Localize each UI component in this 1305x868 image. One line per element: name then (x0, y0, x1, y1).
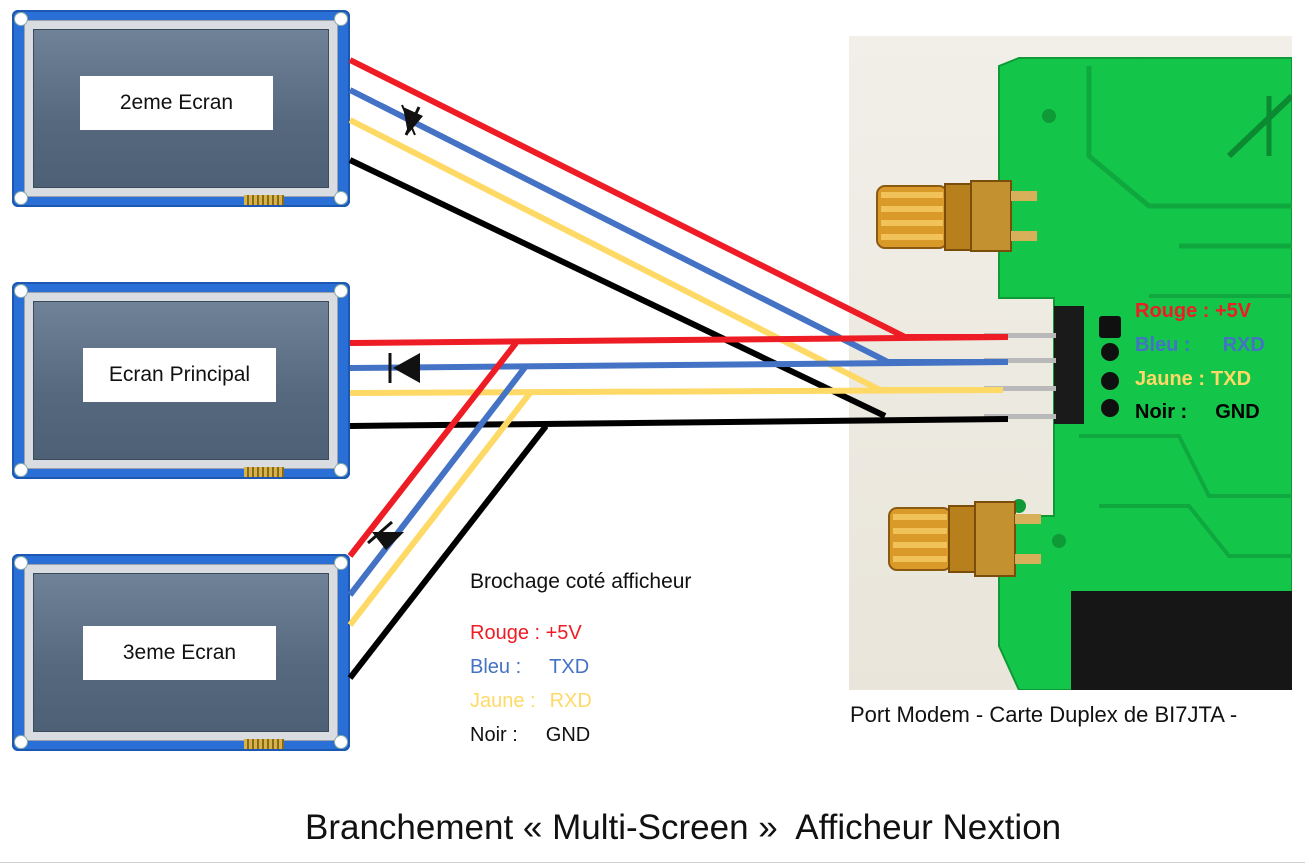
pcb-legend-black-pin: GND (1215, 401, 1260, 423)
second-screen-label: 2eme Ecran (80, 76, 273, 130)
third-screen-label: 3eme Ecran (83, 626, 276, 680)
pcb-ic (1071, 591, 1292, 690)
second-screen: 2eme Ecran (12, 10, 350, 207)
main-screen-label: Ecran Principal (83, 348, 276, 402)
wire-blue-screen3 (347, 364, 529, 597)
pcb-legend-red: Rouge : +5V (1135, 300, 1252, 322)
wire-black-screen3 (347, 424, 549, 680)
pcb-legend-yellow: Jaune :TXD (1135, 368, 1251, 391)
display-pinout-black: Noir : GND (470, 724, 590, 747)
mount-hole (14, 735, 28, 749)
wire-red-screen2 (348, 57, 1008, 340)
display-pinout-black-pin: GND (545, 724, 591, 746)
header-pin (984, 333, 1056, 338)
wire-yellow-screen3 (347, 391, 533, 627)
mount-hole (14, 12, 28, 26)
third-screen: 3eme Ecran (12, 554, 350, 751)
mount-hole (334, 463, 348, 477)
pcb-pad (1101, 372, 1119, 390)
pcb-trace (1086, 66, 1292, 209)
mount-hole (334, 735, 348, 749)
display-pinout-red: Rouge : +5V (470, 622, 582, 644)
wire-blue-main (349, 359, 1009, 371)
display-pinout-blue: Bleu : TXD (470, 656, 589, 679)
flex-connector (244, 739, 284, 749)
pcb-pad (1101, 399, 1119, 417)
pcb-legend-yellow-name: Jaune : (1135, 368, 1206, 390)
pcb-legend-blue-pin: RXD (1222, 334, 1265, 356)
modem-caption: Port Modem - Carte Duplex de BI7JTA - (850, 702, 1238, 727)
pcb-trace (1226, 93, 1292, 159)
pcb-via (1052, 534, 1066, 548)
display-pinout-blue-pin: TXD (549, 656, 590, 678)
pcb-pad (1099, 316, 1121, 338)
pcb-trace (1079, 434, 1292, 498)
mount-hole (334, 284, 348, 298)
pcb-pad (1101, 343, 1119, 361)
mount-hole (14, 284, 28, 298)
display-pinout-black-name: Noir : (470, 724, 518, 746)
pcb-via (1042, 109, 1056, 123)
diode-icon (367, 520, 404, 550)
display-pinout-title: Brochage coté afficheur (470, 570, 692, 593)
wire-black-screen2 (348, 157, 887, 419)
display-pinout-blue-name: Bleu : (470, 656, 522, 678)
main-screen: Ecran Principal (12, 282, 350, 479)
sma-connector-bottom (888, 501, 1041, 577)
header-pin (984, 414, 1056, 419)
mount-hole (14, 191, 28, 205)
diode-icon (401, 104, 423, 136)
display-pinout-yellow-name: Jaune : (470, 690, 536, 712)
sma-connector-top (876, 180, 1037, 252)
bottom-divider (0, 862, 1305, 863)
pcb-legend-blue-name: Bleu : (1135, 334, 1191, 356)
wire-black-main (349, 416, 1009, 429)
header-connector (1054, 306, 1084, 424)
pcb-drawing (876, 57, 1292, 690)
display-pinout-yellow-pin: RXD (549, 690, 592, 712)
header-pin (984, 386, 1056, 391)
display-pinout-yellow: Jaune : RXD (470, 690, 592, 713)
wire-red-main (349, 334, 1009, 346)
pcb-legend-yellow-pin: TXD (1211, 368, 1252, 390)
pcb-legend-black-name: Noir : (1135, 401, 1188, 423)
mount-hole (14, 463, 28, 477)
pcb-body (998, 57, 1292, 690)
flex-connector (244, 467, 284, 477)
pcb-trace (1099, 504, 1292, 558)
pcb-legend-blue: Bleu : RXD (1135, 334, 1265, 357)
header-pin (984, 358, 1056, 363)
mount-hole (334, 556, 348, 570)
pcb-legend-black: Noir : GND (1135, 401, 1260, 424)
flex-connector (244, 195, 284, 205)
mount-hole (14, 556, 28, 570)
mount-hole (334, 12, 348, 26)
diode-icon (388, 353, 420, 383)
wire-yellow-main (349, 387, 1004, 396)
wire-red-screen3 (347, 341, 519, 558)
mount-hole (334, 191, 348, 205)
main-title: Branchement « Multi-Screen » Afficheur N… (305, 808, 1062, 847)
